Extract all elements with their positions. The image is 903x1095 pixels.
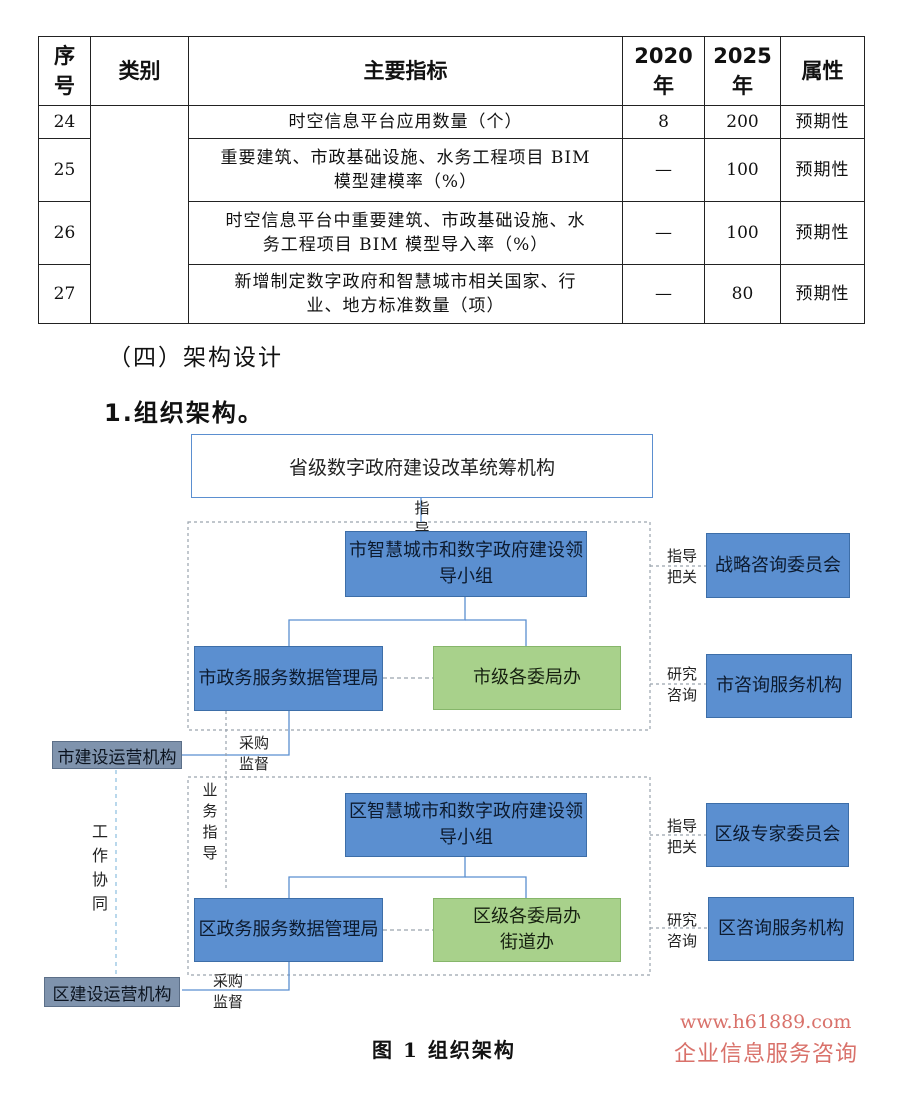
- table-row: 27 新增制定数字政府和智慧城市相关国家、行 业、地方标准数量（项） — 80 …: [38, 264, 865, 324]
- district-expert-committee-box: 区级专家委员会: [706, 803, 849, 867]
- provincial-coordination-box: 省级数字政府建设改革统筹机构: [191, 434, 653, 498]
- guide-control-label: 指导 把关: [666, 817, 697, 856]
- indicator-table: 序 号 类别 主要指标 2020 年 2025 年 属性 24 时空信息平台应用…: [38, 36, 865, 324]
- section-heading: （四）架构设计: [108, 345, 283, 371]
- cell-attribute: 预期性: [780, 264, 865, 324]
- city-leadership-group-box: 市智慧城市和数字政府建设领 导小组: [345, 531, 587, 597]
- city-operations-box: 市建设运营机构: [52, 741, 182, 769]
- cell-2025: 200: [704, 105, 781, 139]
- watermark-text: 企业信息服务咨询: [674, 1042, 859, 1067]
- work-coordination-label: 工 作 协 同: [91, 822, 108, 913]
- purchase-supervision-label: 采购 监督: [238, 734, 269, 773]
- table-header-row: 序 号 类别 主要指标 2020 年 2025 年 属性: [38, 36, 865, 106]
- figure-caption: 图 1 组织架构: [372, 1038, 516, 1062]
- cell-category: [90, 105, 189, 324]
- city-consulting-box: 市咨询服务机构: [706, 654, 852, 718]
- cell-indicator: 时空信息平台中重要建筑、市政基础设施、水 务工程项目 BIM 模型导入率（%）: [188, 201, 623, 265]
- district-operations-box: 区建设运营机构: [44, 977, 180, 1007]
- city-data-bureau-box: 市政务服务数据管理局: [194, 646, 383, 711]
- subsection-heading: 1.组织架构。: [104, 399, 264, 427]
- research-consult-label: 研究 咨询: [666, 911, 697, 950]
- guide-control-label: 指导 把关: [666, 547, 697, 586]
- research-consult-label: 研究 咨询: [666, 665, 697, 704]
- cell-attribute: 预期性: [780, 105, 865, 139]
- cell-no: 24: [38, 105, 91, 139]
- cell-indicator: 新增制定数字政府和智慧城市相关国家、行 业、地方标准数量（项）: [188, 264, 623, 324]
- header-attribute: 属性: [780, 36, 865, 106]
- cell-attribute: 预期性: [780, 201, 865, 265]
- cell-no: 27: [38, 264, 91, 324]
- purchase-supervision-label: 采购 监督: [212, 972, 243, 1011]
- cell-2020: —: [622, 138, 705, 202]
- strategy-committee-box: 战略咨询委员会: [706, 533, 850, 598]
- cell-no: 25: [38, 138, 91, 202]
- header-indicator: 主要指标: [188, 36, 623, 106]
- watermark-url: www.h61889.com: [680, 1011, 852, 1033]
- business-guidance-label: 业 务 指 导: [202, 781, 218, 862]
- cell-indicator: 时空信息平台应用数量（个）: [188, 105, 623, 139]
- district-leadership-group-box: 区智慧城市和数字政府建设领 导小组: [345, 793, 587, 857]
- header-2025: 2025 年: [704, 36, 781, 106]
- district-data-bureau-box: 区政务服务数据管理局: [194, 898, 383, 962]
- table-row: 24 时空信息平台应用数量（个） 8 200 预期性: [38, 105, 865, 324]
- district-consulting-box: 区咨询服务机构: [708, 897, 854, 961]
- header-seq: 序 号: [38, 36, 91, 106]
- cell-no: 26: [38, 201, 91, 265]
- district-departments-box: 区级各委局办 街道办: [433, 898, 621, 962]
- city-departments-box: 市级各委局办: [433, 646, 621, 710]
- header-category: 类别: [90, 36, 189, 106]
